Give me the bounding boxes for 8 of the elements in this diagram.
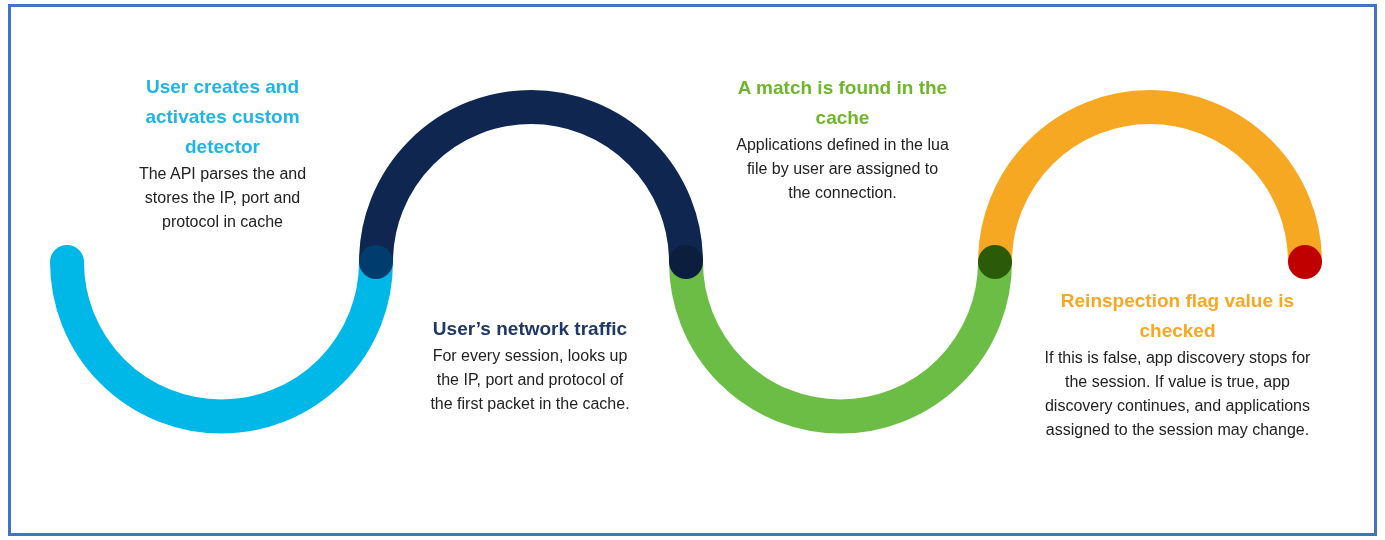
step-heading: User creates and activates custom detector bbox=[144, 75, 301, 159]
step-description: Applications defined in the lua file by user are assigned to the connection. bbox=[735, 135, 950, 203]
step-heading: User’s network traffic bbox=[431, 317, 629, 341]
step-heading: Reinspection flag value is checked bbox=[1059, 289, 1296, 343]
step-description: The API parses the and stores the IP, port and protocol in cache bbox=[137, 164, 308, 232]
step-description: If this is false, app discovery stops for the session. If value is true, app discovery continues, and applications assigned to the session may change. bbox=[1043, 348, 1312, 440]
step-description: For every session, looks up the IP, port and protocol of the first packet in the cache. bbox=[429, 346, 631, 414]
step-heading: A match is found in the cache bbox=[736, 76, 949, 130]
